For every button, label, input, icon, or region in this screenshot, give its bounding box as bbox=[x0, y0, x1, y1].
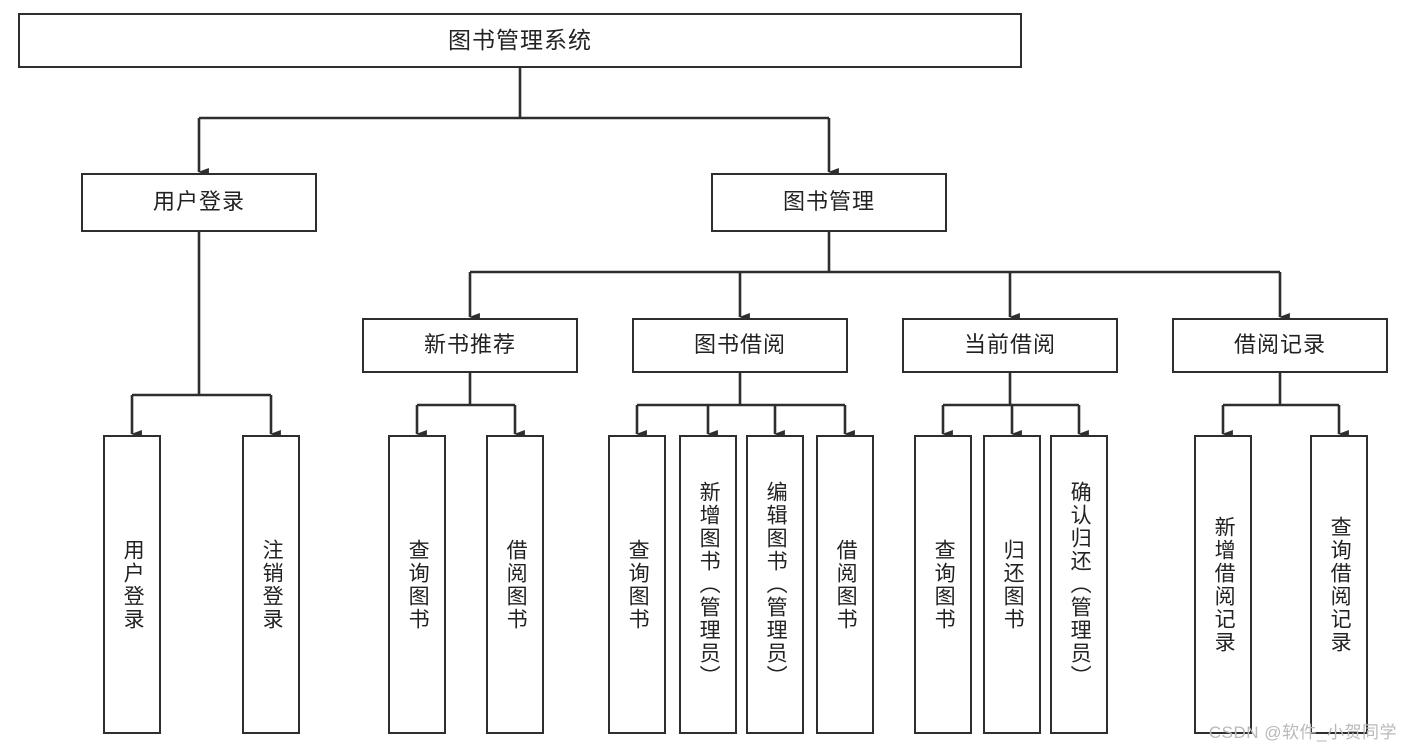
node-label: 图书管理 bbox=[782, 189, 875, 215]
watermark-text: CSDN @软件_小贺同学 bbox=[1208, 723, 1397, 742]
node-label: 确认归还（管理员） bbox=[1068, 481, 1092, 688]
node-level3-2[interactable]: 当前借阅 bbox=[902, 318, 1118, 373]
node-label: 借阅图书 bbox=[504, 538, 528, 631]
node-level2-1[interactable]: 图书管理 bbox=[711, 173, 947, 232]
node-label: 图书借阅 bbox=[693, 332, 786, 358]
node-level3-1[interactable]: 图书借阅 bbox=[632, 318, 848, 373]
node-leaf-8[interactable]: 查询图书 bbox=[914, 435, 972, 734]
node-level2-0[interactable]: 用户登录 bbox=[81, 173, 317, 232]
node-label: 查询借阅记录 bbox=[1328, 515, 1352, 654]
node-leaf-2[interactable]: 查询图书 bbox=[388, 435, 446, 734]
node-label: 新书推荐 bbox=[423, 332, 516, 358]
node-level3-3[interactable]: 借阅记录 bbox=[1172, 318, 1388, 373]
node-leaf-0[interactable]: 用户登录 bbox=[103, 435, 161, 734]
node-leaf-3[interactable]: 借阅图书 bbox=[486, 435, 544, 734]
node-label: 编辑图书（管理员） bbox=[764, 481, 788, 688]
node-label: 当前借阅 bbox=[963, 332, 1056, 358]
node-leaf-10[interactable]: 确认归还（管理员） bbox=[1050, 435, 1108, 734]
node-label: 图书管理系统 bbox=[448, 26, 592, 53]
node-leaf-12[interactable]: 查询借阅记录 bbox=[1310, 435, 1368, 734]
node-label: 借阅图书 bbox=[834, 538, 858, 631]
node-label: 归还图书 bbox=[1001, 538, 1025, 631]
node-leaf-7[interactable]: 借阅图书 bbox=[816, 435, 874, 734]
node-leaf-6[interactable]: 编辑图书（管理员） bbox=[746, 435, 804, 734]
node-label: 查询图书 bbox=[406, 538, 430, 631]
node-label: 新增借阅记录 bbox=[1212, 515, 1236, 654]
node-level3-0[interactable]: 新书推荐 bbox=[362, 318, 578, 373]
node-leaf-9[interactable]: 归还图书 bbox=[983, 435, 1041, 734]
node-label: 注销登录 bbox=[260, 538, 284, 631]
node-label: 查询图书 bbox=[932, 538, 956, 631]
node-leaf-1[interactable]: 注销登录 bbox=[242, 435, 300, 734]
node-leaf-4[interactable]: 查询图书 bbox=[608, 435, 666, 734]
node-root[interactable]: 图书管理系统 bbox=[18, 13, 1022, 68]
node-label: 查询图书 bbox=[626, 538, 650, 631]
node-label: 用户登录 bbox=[152, 189, 245, 215]
node-label: 借阅记录 bbox=[1233, 332, 1326, 358]
node-label: 用户登录 bbox=[121, 538, 145, 631]
node-leaf-11[interactable]: 新增借阅记录 bbox=[1194, 435, 1252, 734]
node-label: 新增图书（管理员） bbox=[697, 481, 721, 688]
node-leaf-5[interactable]: 新增图书（管理员） bbox=[679, 435, 737, 734]
